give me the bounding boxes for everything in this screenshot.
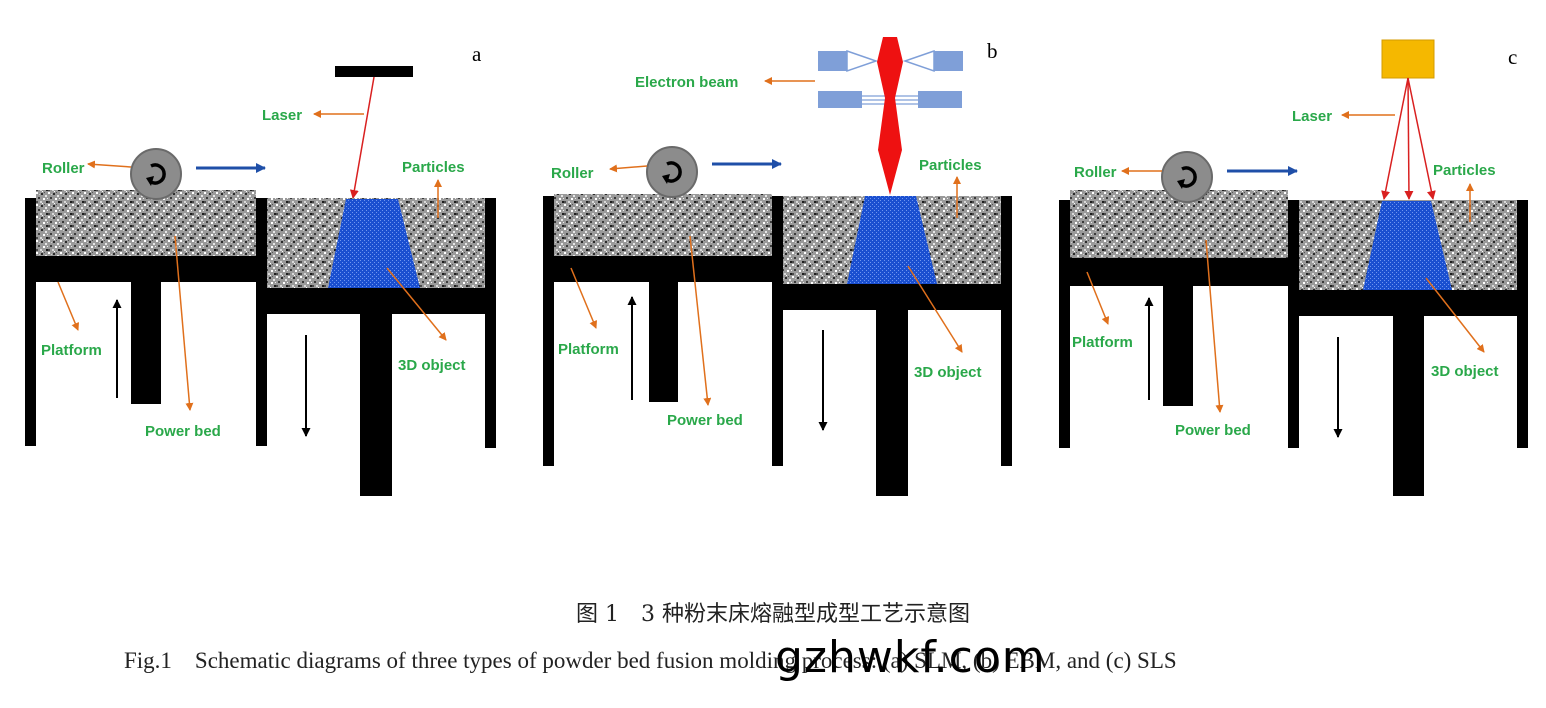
3d-object-label: 3D object xyxy=(1431,363,1499,380)
build-platform xyxy=(1299,290,1528,316)
particles-label: Particles xyxy=(402,159,465,176)
particles-label: Particles xyxy=(1433,162,1496,179)
deflection-coil xyxy=(918,91,962,108)
electron-lens xyxy=(846,49,879,73)
laser-ray xyxy=(349,76,375,199)
pointer-arrow xyxy=(570,267,597,329)
chamber-wall xyxy=(772,196,783,466)
supply-piston xyxy=(1163,286,1193,406)
pointer-arrow xyxy=(57,281,79,331)
laser-ray xyxy=(1381,77,1409,200)
3d-object-label-bg xyxy=(908,356,998,382)
electron-gun-block xyxy=(934,51,963,71)
build-platform xyxy=(783,284,1012,310)
platform-label: Platform xyxy=(1072,334,1133,351)
roller-rotation-icon xyxy=(150,163,166,185)
panel-b: b xyxy=(543,37,1012,496)
electron-beam xyxy=(877,37,903,195)
powder-bed-label: Power bed xyxy=(145,423,221,440)
supply-platform xyxy=(1059,258,1299,286)
build-piston xyxy=(360,314,392,496)
chamber-wall xyxy=(256,198,267,446)
chamber-wall xyxy=(1001,196,1012,466)
deflection-coil xyxy=(818,91,862,108)
roller-label: Roller xyxy=(551,165,594,182)
pointer-arrow xyxy=(174,235,194,411)
platform-label: Platform xyxy=(41,342,102,359)
panel-letter: a xyxy=(472,42,482,66)
laser-ray xyxy=(1407,77,1436,200)
electron-gun-block xyxy=(818,51,847,71)
pointer-arrow xyxy=(386,267,447,341)
pointer-arrow xyxy=(1425,277,1485,353)
powder-supply xyxy=(36,190,256,256)
panel-letter: c xyxy=(1508,45,1517,69)
caption-english: Fig.1 Schematic diagrams of three types … xyxy=(124,648,1177,673)
supply-platform xyxy=(25,256,267,282)
chamber-wall xyxy=(543,196,554,466)
3d-object-label: 3D object xyxy=(914,364,982,381)
supply-piston xyxy=(649,282,678,402)
pointer-arrow xyxy=(907,265,963,353)
pointer-arrow xyxy=(87,160,132,169)
roller xyxy=(646,146,698,198)
panel-a: a Laser Roller Particles Platform xyxy=(25,42,496,496)
caption-chinese: 图 1 3 种粉末床熔融型成型工艺示意图 xyxy=(576,602,970,627)
panel-letter: b xyxy=(987,39,998,63)
roller xyxy=(130,148,182,200)
panel-c: c Laser Roller Particles xyxy=(1059,39,1528,496)
electron-lens xyxy=(902,49,935,73)
roller-rotation-icon xyxy=(666,161,682,183)
pointer-arrow xyxy=(1086,271,1110,325)
laser-label: Laser xyxy=(262,107,302,124)
chamber-wall xyxy=(1288,200,1299,448)
roller-label: Roller xyxy=(42,160,85,177)
build-platform xyxy=(267,288,496,314)
roller-rotation-arrowhead xyxy=(662,174,670,184)
roller-rotation-arrowhead xyxy=(1177,179,1185,189)
supply-piston xyxy=(131,282,161,404)
watermark: gzhwkf.com xyxy=(775,632,1046,683)
laser-source xyxy=(335,66,413,77)
roller xyxy=(1161,151,1213,203)
build-piston xyxy=(876,310,908,496)
build-piston xyxy=(1393,316,1424,496)
pointer-arrow xyxy=(1205,239,1224,413)
3d-object xyxy=(1363,201,1452,290)
pointer-arrow xyxy=(609,164,648,173)
chamber-wall xyxy=(485,198,496,448)
particles-label: Particles xyxy=(919,157,982,174)
3d-object xyxy=(328,199,420,288)
powder-bed-label: Power bed xyxy=(667,412,743,429)
chamber-wall xyxy=(1059,200,1070,448)
chamber-wall xyxy=(25,198,36,446)
roller-label: Roller xyxy=(1074,164,1117,181)
powder-bed-label: Power bed xyxy=(1175,422,1251,439)
pointer-arrow xyxy=(689,235,712,406)
electron-beam-label: Electron beam xyxy=(635,74,738,91)
3d-object-label: 3D object xyxy=(398,357,466,374)
3d-object xyxy=(847,196,937,284)
powder-supply xyxy=(554,194,772,256)
chamber-wall xyxy=(1517,200,1528,448)
supply-platform xyxy=(543,256,783,282)
laser-ray xyxy=(1404,77,1414,200)
laser-label: Laser xyxy=(1292,108,1332,125)
roller-rotation-arrowhead xyxy=(146,176,154,186)
platform-label: Platform xyxy=(558,341,619,358)
laser-source xyxy=(1381,39,1435,79)
roller-rotation-icon xyxy=(1181,166,1197,188)
